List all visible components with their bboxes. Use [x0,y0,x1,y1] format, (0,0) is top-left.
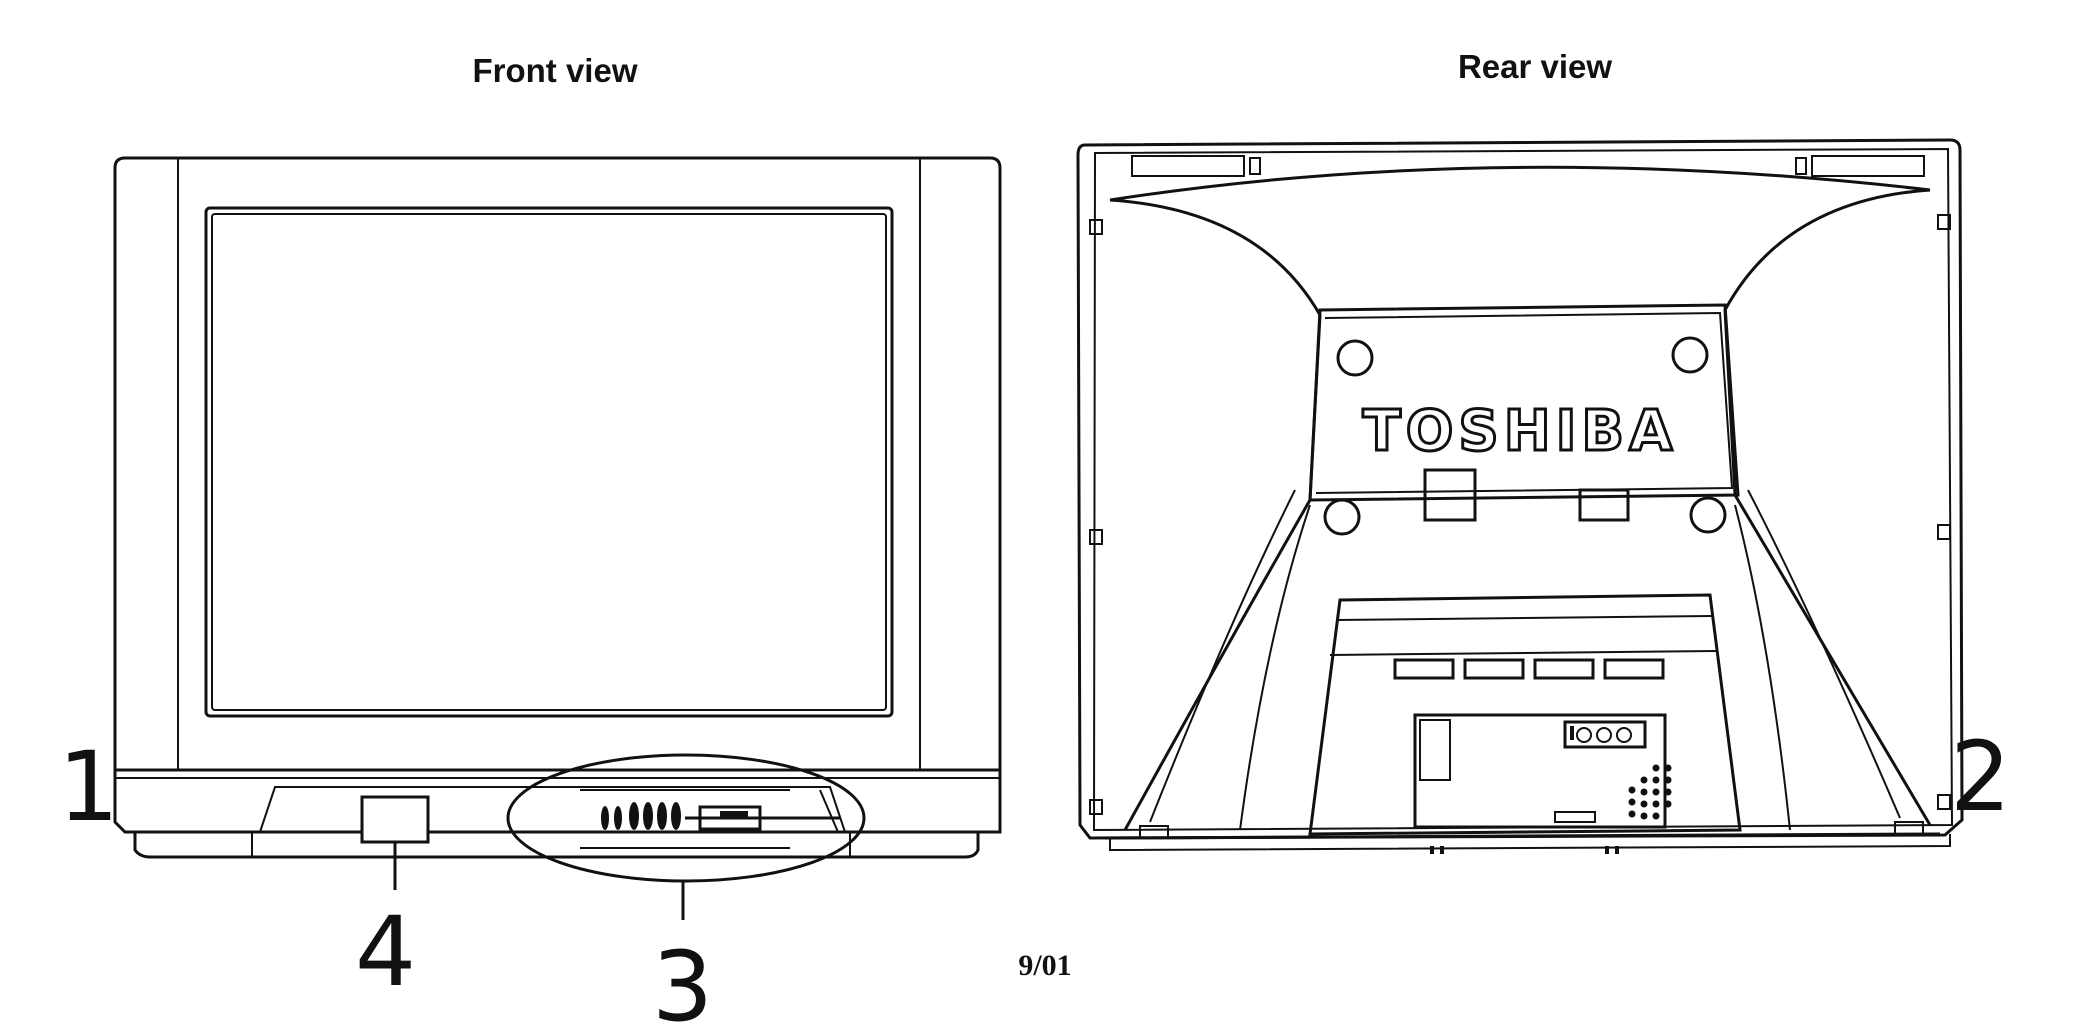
front-base [133,832,980,859]
rear-screw-hole [1689,496,1727,534]
control-button[interactable] [614,806,622,830]
rear-top-curve [1109,165,1931,202]
rear-screw-hole [1323,498,1361,536]
control-panel-highlight-ellipse [506,753,866,883]
rear-scart-sockets [1393,658,1665,680]
rear-label-square [1423,468,1477,522]
scart-socket[interactable] [1393,658,1455,680]
rear-lower-housing [1308,593,1742,836]
rca-jack[interactable] [1576,727,1592,743]
rear-center-panel [1308,303,1740,502]
callout-4: 4 [355,896,416,1008]
scart-socket[interactable] [1533,658,1595,680]
power-button[interactable] [360,795,430,844]
callout-2: 2 [1950,721,2011,833]
rear-pin-array [1628,764,1672,820]
control-button[interactable] [657,802,667,830]
front-cabinet-outline [113,156,1002,834]
rca-jack[interactable] [1616,727,1632,743]
rear-left-shell [1109,198,1322,831]
rear-view-heading: Rear view [1458,48,1612,85]
front-view-tv [113,156,1002,920]
rear-view-tv: TOSHIBA [1076,138,1964,854]
scart-socket[interactable] [1603,658,1665,680]
control-button[interactable] [671,802,681,830]
rca-jack[interactable] [1596,727,1612,743]
front-control-door [259,786,846,833]
rear-top-left-vent [1131,155,1245,177]
date-code: 9/01 [1018,949,1071,982]
rear-top-right-vent [1811,155,1925,177]
toshiba-logo: TOSHIBA [1363,399,1678,464]
rear-screw-hole [1671,336,1709,374]
control-button[interactable] [601,806,609,830]
rear-screw-hole [1336,339,1374,377]
callout-1: 1 [58,731,119,843]
front-screen [204,206,894,718]
rca-jack-panel [1563,720,1647,749]
rear-cabinet-outline [1076,138,1964,840]
front-screen-inner [211,213,887,711]
control-button[interactable] [643,802,653,830]
control-button[interactable] [629,802,639,830]
callout-3: 3 [652,931,713,1032]
rear-base [1109,834,1951,852]
front-view-heading: Front view [472,52,637,89]
rear-connector-board [1413,713,1667,829]
rear-right-shell [1723,188,1932,826]
scart-socket[interactable] [1463,658,1525,680]
front-control-buttons [601,802,681,830]
rear-label-rect [1578,488,1630,522]
